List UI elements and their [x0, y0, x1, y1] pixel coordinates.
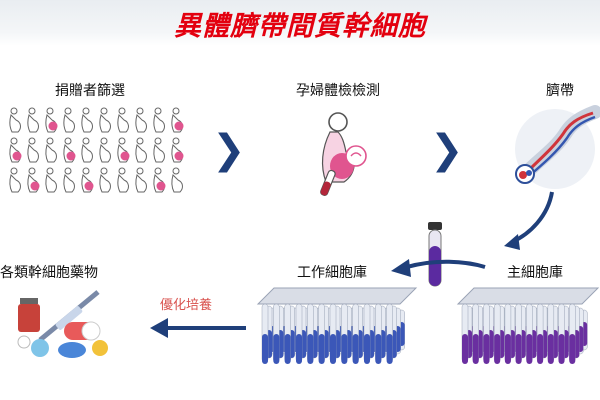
- chevron-right-icon: ❯: [212, 127, 246, 173]
- test-tube-icon: [558, 303, 565, 364]
- test-tube-icon: [261, 303, 269, 364]
- test-tube-icon: [569, 303, 576, 364]
- pregnant-woman-icon: [117, 167, 129, 193]
- pregnant-woman-icon: [27, 167, 40, 193]
- umbilical-cord-icon: [515, 105, 600, 189]
- pregnant-woman-icon: [45, 137, 57, 163]
- tube-rack-icon: [456, 287, 600, 364]
- test-tube-icon: [329, 303, 337, 364]
- title-band: [0, 0, 600, 46]
- pregnant-woman-icon: [81, 107, 93, 133]
- test-tube-icon: [320, 169, 336, 196]
- test-tube-icon: [363, 303, 371, 364]
- donor-grid: [9, 107, 184, 193]
- pregnant-woman-icon: [9, 107, 21, 133]
- pregnant-woman-icon: [63, 167, 75, 193]
- arrow-down-left-icon: [504, 191, 554, 250]
- pregnant-woman-icon: [45, 167, 57, 193]
- label-donor-screening: 捐贈者篩選: [55, 83, 125, 99]
- label-optimized-culture: 優化培養: [160, 298, 213, 313]
- arrow-left-icon: [150, 318, 246, 338]
- label-umbilical-cord: 臍帶: [546, 83, 574, 99]
- pregnant-woman-icon: [153, 107, 165, 133]
- pregnant-woman-icon: [27, 107, 39, 133]
- test-tube-icon: [295, 303, 303, 364]
- pregnant-woman-icon: [117, 137, 130, 163]
- test-tube-icon: [472, 303, 479, 364]
- pregnant-woman-icon: [45, 107, 58, 133]
- pregnant-woman-icon: [63, 137, 76, 163]
- test-tube-icon: [461, 303, 469, 364]
- pregnant-woman-icon: [153, 167, 166, 193]
- label-master-bank: 主細胞庫: [507, 265, 563, 281]
- test-tube-icon: [547, 303, 555, 364]
- test-tube-icon: [273, 303, 280, 364]
- chevron-right-icon: ❯: [430, 127, 464, 173]
- label-pregnancy-check: 孕婦體檢檢測: [296, 83, 380, 99]
- pregnant-woman-icon: [63, 107, 75, 133]
- pregnant-woman-icon: [135, 167, 147, 193]
- pregnant-woman-icon: [171, 107, 184, 133]
- test-tube-icon: [352, 303, 359, 364]
- test-tube-icon: [526, 303, 533, 364]
- page-title: 異體臍帶間質幹細胞: [174, 11, 426, 42]
- pregnant-woman-icon: [81, 167, 94, 193]
- pregnant-woman-icon: [99, 107, 111, 133]
- label-working-bank: 工作細胞庫: [297, 265, 367, 281]
- test-tube-icon: [307, 303, 314, 364]
- test-tube-icon: [341, 303, 348, 364]
- pregnant-woman-icon: [135, 137, 147, 163]
- tube-rack-icon: [256, 287, 418, 364]
- pregnant-woman-icon: [135, 107, 147, 133]
- test-tube-icon: [375, 303, 382, 364]
- test-tube-icon: [284, 303, 291, 364]
- pregnant-woman-icon: [9, 137, 22, 163]
- pregnant-woman-icon: [9, 167, 21, 193]
- pregnant-woman-icon: [171, 137, 184, 163]
- pregnant-woman-icon: [27, 137, 39, 163]
- medicine-icon: [17, 290, 108, 358]
- test-tube-icon: [483, 303, 490, 364]
- pregnant-woman-icon: [99, 137, 111, 163]
- test-tube-icon: [493, 303, 501, 364]
- pregnant-woman-icon: [321, 112, 367, 183]
- test-tube-icon: [428, 222, 442, 287]
- pregnant-woman-icon: [99, 167, 111, 193]
- test-tube-icon: [318, 303, 325, 364]
- pregnant-woman-icon: [171, 167, 183, 193]
- label-drugs: 各類幹細胞藥物: [0, 265, 98, 281]
- pregnant-woman-icon: [153, 137, 165, 163]
- pregnant-woman-icon: [117, 107, 129, 133]
- arrow-left-icon: [391, 259, 486, 277]
- test-tube-icon: [504, 303, 512, 364]
- test-tube-icon: [515, 303, 522, 364]
- test-tube-icon: [386, 303, 393, 364]
- pregnant-woman-icon: [81, 137, 93, 163]
- test-tube-icon: [536, 303, 544, 364]
